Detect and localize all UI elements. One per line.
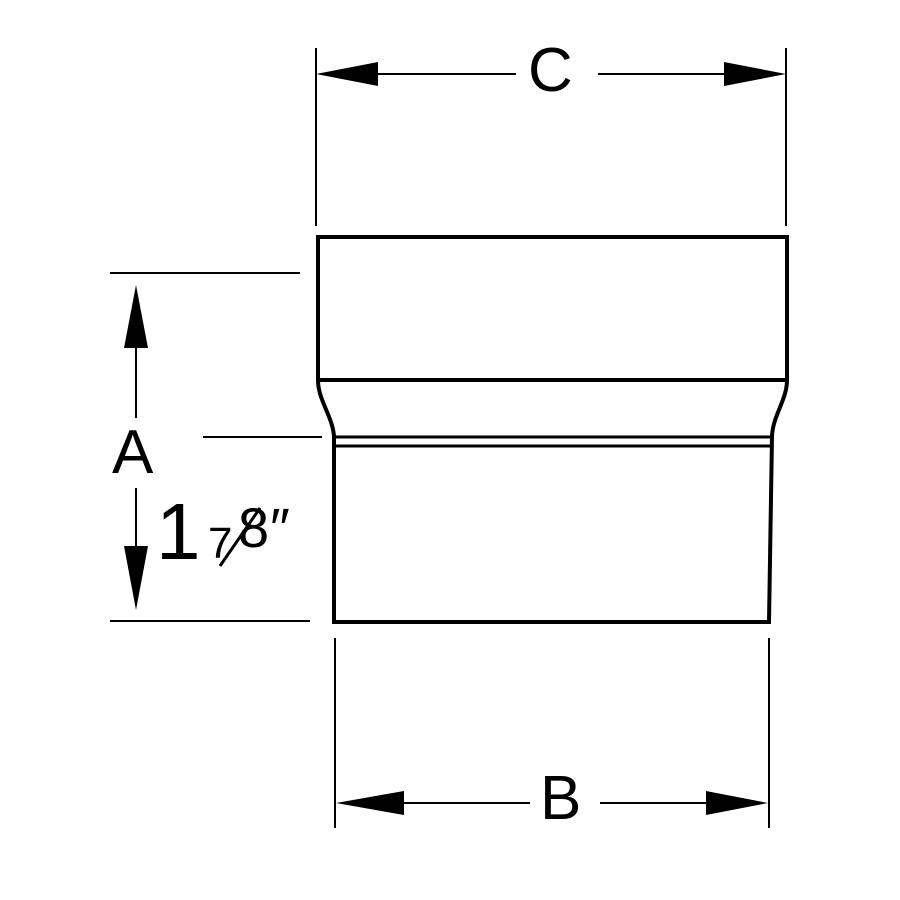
adapter-bottom-section: [332, 435, 774, 624]
fraction-slash-icon: [218, 507, 262, 567]
arrowhead-c-right: [724, 62, 786, 86]
dimension-measurement: 1 7 8 ″: [156, 492, 336, 584]
adapter-taper-left: [316, 379, 336, 437]
adapter-top-collar: [316, 235, 789, 382]
arrowhead-c-left: [316, 62, 378, 86]
measurement-whole: 1: [156, 487, 201, 576]
arrowhead-b-right: [706, 791, 768, 815]
measurement-numerator: 7: [208, 519, 233, 568]
adapter-body: [316, 235, 789, 624]
dimension-a: [110, 272, 322, 622]
measurement-denominator: 8: [238, 496, 270, 559]
dimension-c: [315, 48, 787, 226]
dimension-label-b: B: [534, 768, 588, 830]
arrowhead-b-left: [336, 791, 404, 815]
dimension-b: [334, 638, 770, 828]
arrowhead-a-top: [124, 285, 148, 348]
measurement-unit: ″: [270, 496, 290, 559]
dimension-label-c: C: [522, 40, 579, 102]
dimension-label-a: A: [108, 418, 158, 488]
arrowhead-a-bottom: [124, 546, 148, 610]
adapter-taper-right: [770, 379, 789, 437]
